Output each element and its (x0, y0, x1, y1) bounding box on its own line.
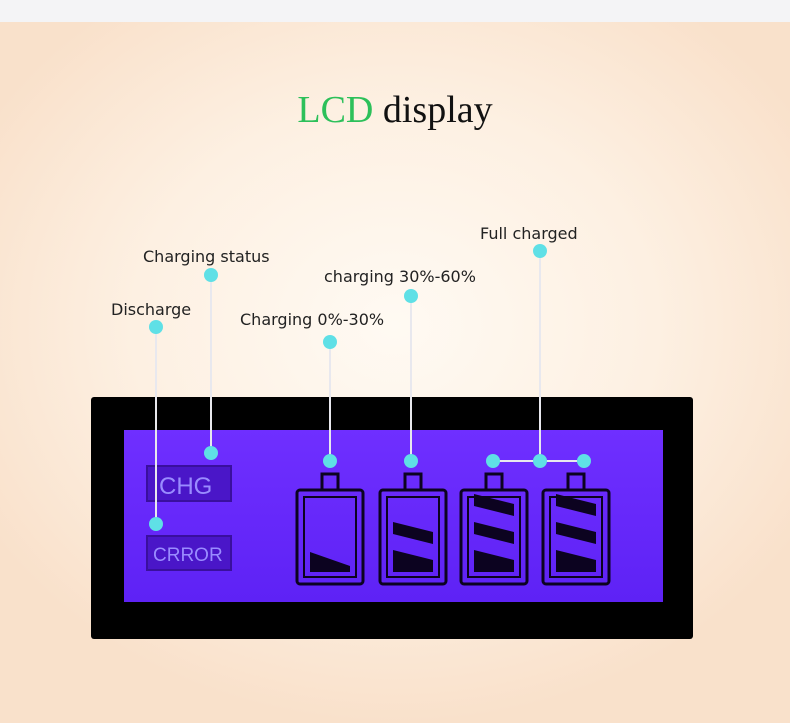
title-rest: display (382, 89, 493, 131)
charging-0-30-dot-top (323, 335, 337, 349)
charge-bar (310, 552, 350, 572)
battery-body (541, 488, 611, 586)
battery-body (378, 488, 448, 586)
page-title: LCD display (0, 88, 790, 132)
charge-bar (556, 494, 596, 516)
charging-status-dot-top (204, 268, 218, 282)
full-charged-dot-left (486, 454, 500, 468)
chg-segment-box (146, 465, 232, 502)
top-bar (0, 0, 790, 22)
chg-segment-text: CHG (159, 473, 212, 500)
label-charging-30-60: charging 30%-60% (324, 267, 476, 286)
battery-inner (549, 496, 603, 578)
label-charging-0-30: Charging 0%-30% (240, 310, 384, 329)
error-segment-box (146, 535, 232, 571)
discharge-dot-bottom (149, 517, 163, 531)
label-full-charged: Full charged (480, 224, 578, 243)
full-charged-dot-mid (533, 454, 547, 468)
battery-body (295, 488, 365, 586)
charge-bar (556, 522, 596, 544)
charging-30-60-dot-top (404, 289, 418, 303)
full-charged-dot-top (533, 244, 547, 258)
battery-inner (467, 496, 521, 578)
battery-2 (378, 472, 448, 586)
error-segment-text: CRROR (153, 545, 223, 566)
charge-bar (393, 550, 433, 572)
charging-0-30-dot-bottom (323, 454, 337, 468)
battery-inner (386, 496, 440, 578)
title-highlight: LCD (297, 89, 374, 131)
charge-bar (474, 494, 514, 516)
label-discharge: Discharge (111, 300, 191, 319)
label-charging-status: Charging status (143, 247, 270, 266)
leader-lines (155, 251, 584, 524)
battery-3 (459, 472, 529, 586)
battery-group (295, 472, 611, 586)
callout-dots (149, 244, 591, 531)
full-charged-dot-right (577, 454, 591, 468)
battery-4 (541, 472, 611, 586)
charging-status-dot-bottom (204, 446, 218, 460)
battery-1 (295, 472, 365, 586)
battery-inner (303, 496, 357, 578)
battery-body (459, 488, 529, 586)
discharge-dot-top (149, 320, 163, 334)
charge-bar (556, 550, 596, 572)
charge-bar (393, 522, 433, 544)
charging-30-60-dot-bottom (404, 454, 418, 468)
charge-bar (474, 522, 514, 544)
charge-bar (474, 550, 514, 572)
